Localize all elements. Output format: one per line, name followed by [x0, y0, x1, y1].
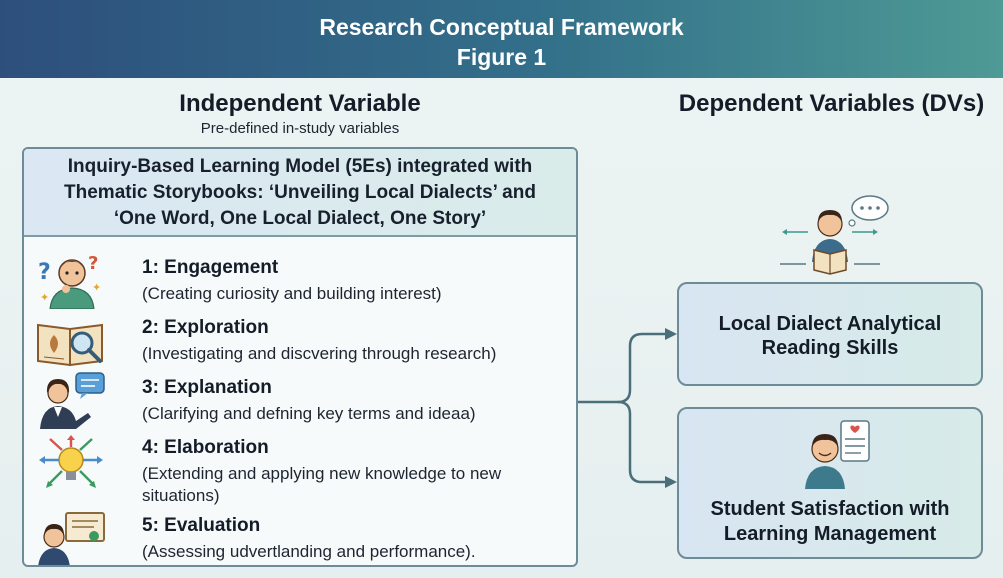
dv-student-satisfaction: Student Satisfaction with Learning Manag…: [677, 407, 983, 559]
phase-description: (Investigating and discvering through re…: [142, 344, 497, 363]
independent-variable-title: Independent Variable: [179, 90, 421, 117]
phase-description: (Creating curiosity and building interes…: [142, 284, 442, 303]
independent-variable-heading: Inquiry-Based Learning Model (5Es) integ…: [24, 149, 576, 237]
satisfied-student-icon: [797, 419, 877, 495]
independent-variable-subtitle: Pre-defined in-study variables: [200, 120, 400, 137]
svg-text:?: ?: [38, 260, 51, 285]
svg-text:?: ?: [88, 253, 98, 274]
phase-description: (Assessing udvertlanding and performance…: [142, 542, 476, 561]
phase-description: (Extending and applying new knowledge to…: [142, 464, 502, 505]
phase-title: 2: Exploration: [142, 317, 269, 338]
dv-local-dialect-reading-skills: Local Dialect Analytical Reading Skills: [677, 282, 983, 386]
phase-title: 3: Explanation: [142, 377, 272, 398]
book-magnifier-icon: [36, 313, 106, 371]
dv-label-line-1: Local Dialect Analytical: [718, 313, 942, 335]
curious-student-icon: ? ? ✦ ✦: [36, 251, 106, 310]
independent-variable-box: Inquiry-Based Learning Model (5Es) integ…: [22, 147, 578, 567]
phase-title: 1: Engagement: [142, 257, 279, 278]
svg-text:✦: ✦: [92, 281, 101, 294]
dv-label-line-2: Learning Management: [723, 523, 937, 545]
heading-line-2: Thematic Storybooks: ‘Unveiling Local Di…: [64, 182, 536, 203]
phase-description: (Clarifying and defning key terms and id…: [142, 404, 476, 423]
dv-label-line-2: Reading Skills: [761, 337, 899, 359]
figure-label: Figure 1: [456, 44, 547, 70]
phase-title: 4: Elaboration: [142, 437, 269, 458]
phase-title: 5: Evaluation: [142, 515, 261, 536]
dv-label-line-1: Student Satisfaction with: [710, 498, 950, 520]
dependent-variables-title: Dependent Variables (DVs): [678, 90, 985, 117]
framework-title: Research Conceptual Framework: [319, 14, 684, 40]
framework-header: Research Conceptual Framework Figure 1: [0, 0, 1003, 78]
student-certificate-icon: [36, 509, 106, 565]
heading-line-3: ‘One Word, One Local Dialect, One Story’: [113, 208, 487, 229]
teacher-speech-icon: [36, 371, 106, 429]
reading-student-icon: [778, 192, 898, 281]
lightbulb-arrows-icon: [36, 435, 106, 493]
heading-line-1: Inquiry-Based Learning Model (5Es) integ…: [67, 156, 533, 177]
svg-text:✦: ✦: [40, 291, 49, 304]
